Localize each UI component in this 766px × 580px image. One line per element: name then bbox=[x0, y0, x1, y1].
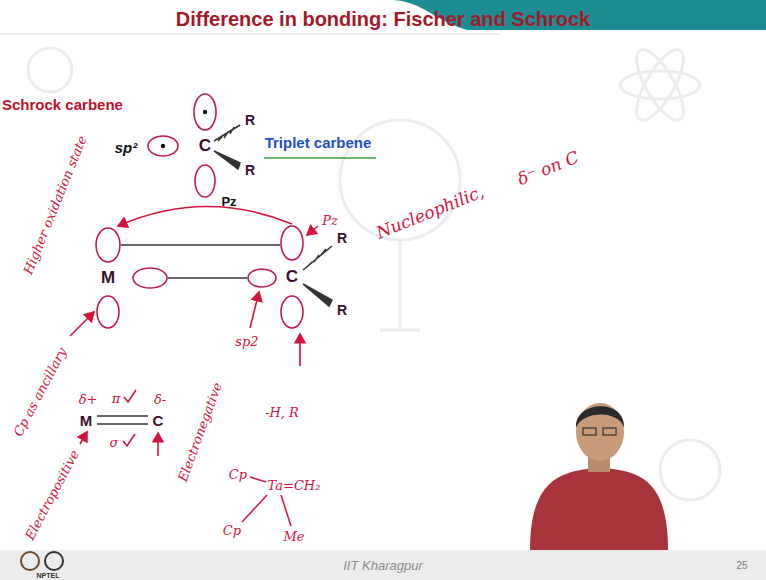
metal-carbon-orbitals-part bbox=[281, 296, 303, 328]
triplet-carbene-orbitals bbox=[148, 94, 216, 197]
atom-symbol: C bbox=[153, 412, 164, 429]
handwritten-note: sp2 bbox=[235, 334, 258, 349]
check-mark bbox=[123, 390, 136, 446]
double-bond-part bbox=[97, 415, 148, 417]
watermark-part bbox=[660, 440, 720, 500]
wedge-bond-part bbox=[214, 125, 240, 141]
wedge-bond-part bbox=[303, 246, 332, 270]
presenter-photo-part bbox=[576, 403, 624, 461]
page-number: 25 bbox=[736, 560, 747, 571]
ligand-label: Cp bbox=[223, 523, 241, 538]
metal-carbon-orbitals-part bbox=[97, 296, 119, 328]
presenter-photo-part bbox=[576, 406, 624, 428]
underline bbox=[264, 157, 376, 159]
ligand-label: Cp bbox=[229, 467, 247, 482]
presenter-photo bbox=[530, 403, 668, 550]
watermark-part bbox=[628, 43, 692, 126]
watermark-part bbox=[28, 48, 72, 92]
watermark bbox=[28, 43, 720, 500]
handwritten-note: Electronegative bbox=[175, 380, 225, 483]
wedge-bond-part bbox=[303, 284, 332, 306]
handwritten-note: Electropositive bbox=[22, 448, 82, 543]
annotation-arrow-part bbox=[307, 226, 318, 235]
presenter-photo-part bbox=[530, 468, 668, 550]
annotation-arrow-part bbox=[250, 292, 259, 328]
slide-header bbox=[0, 0, 766, 34]
presenter-photo-part bbox=[603, 428, 616, 435]
orbital-overlap-line bbox=[121, 245, 280, 278]
atom-symbol: C bbox=[286, 267, 298, 287]
orbital-label: sp² bbox=[115, 139, 138, 156]
electron-dot-part bbox=[161, 144, 165, 148]
annotation-arrow-part bbox=[157, 433, 159, 456]
atom-symbol: M bbox=[101, 268, 115, 288]
triplet-carbene-orbitals-part bbox=[148, 136, 178, 156]
wedge-bond bbox=[214, 125, 332, 306]
metal-carbon-orbitals-part bbox=[281, 226, 303, 260]
ta-bonds-part bbox=[242, 495, 267, 522]
annotation-arrow-part bbox=[299, 334, 301, 366]
bond-type: σ bbox=[110, 435, 119, 450]
watermark-part bbox=[620, 71, 700, 99]
substituent: R bbox=[245, 112, 255, 128]
institute-name: IIT Kharagpur bbox=[343, 558, 423, 573]
metal-carbon-orbitals bbox=[96, 226, 303, 328]
substituent: R bbox=[337, 302, 347, 318]
presenter-photo-part bbox=[583, 428, 596, 435]
metal-carbon-orbitals-part bbox=[133, 268, 167, 288]
institute-logo bbox=[21, 552, 39, 570]
section-heading: Schrock carbene bbox=[2, 96, 123, 113]
slide-header-part bbox=[0, 34, 500, 35]
orbital-overlap-line-part bbox=[121, 244, 280, 246]
check-mark-part bbox=[123, 434, 135, 446]
logo-caption: NPTEL bbox=[37, 571, 60, 578]
metal-carbon-orbitals-part bbox=[96, 228, 120, 262]
handwritten-note: Higher oxidation state bbox=[20, 134, 89, 277]
handwritten-note: Pz bbox=[322, 213, 338, 228]
wedge-bond-part bbox=[214, 151, 240, 169]
partial-charge: δ+ bbox=[79, 392, 98, 407]
atom-symbol: M bbox=[80, 412, 93, 429]
logo-icons bbox=[18, 550, 78, 574]
triplet-carbene-orbitals-part bbox=[194, 94, 216, 130]
check-mark-part bbox=[124, 390, 136, 402]
orbital-overlap-line-part bbox=[168, 277, 247, 279]
atom-symbol: C bbox=[199, 136, 211, 156]
annotation-arrow-part bbox=[118, 206, 292, 226]
partial-charge: δ- bbox=[154, 392, 166, 407]
electron-dot-part bbox=[203, 110, 207, 114]
watermark-part bbox=[380, 240, 420, 330]
bond-type: π bbox=[112, 391, 121, 406]
double-bond-part bbox=[97, 423, 148, 425]
handwritten-note: Nucleophilic, bbox=[373, 181, 486, 242]
substituent: R bbox=[337, 230, 347, 246]
handwritten-note: -H, R bbox=[265, 405, 299, 420]
complex-formula: Ta=CH₂ bbox=[268, 478, 321, 493]
ligand-label: Me bbox=[283, 529, 304, 544]
annotation-arrow-part bbox=[70, 312, 94, 336]
slide-title: Difference in bonding: Fischer and Schro… bbox=[0, 8, 766, 31]
ta-bonds-part bbox=[250, 477, 266, 482]
handwritten-note: Cp as ancillary bbox=[10, 345, 69, 439]
triplet-carbene-orbitals-part bbox=[195, 165, 215, 197]
annotation-arrow bbox=[70, 206, 318, 456]
watermark-part bbox=[628, 43, 692, 126]
double-bond bbox=[97, 416, 148, 424]
handwritten-note: δ⁻ on C bbox=[514, 147, 581, 190]
orbital-label: Pz bbox=[221, 194, 236, 209]
metal-carbon-orbitals-part bbox=[248, 269, 276, 287]
footer-band: NPTEL IIT Kharagpur 25 bbox=[0, 550, 766, 580]
substituent: R bbox=[245, 162, 255, 178]
annotation-arrow-part bbox=[80, 432, 87, 444]
ta-bonds-part bbox=[281, 495, 291, 526]
nptel-logo bbox=[45, 552, 63, 570]
carbene-type: Triplet carbene bbox=[265, 134, 372, 151]
